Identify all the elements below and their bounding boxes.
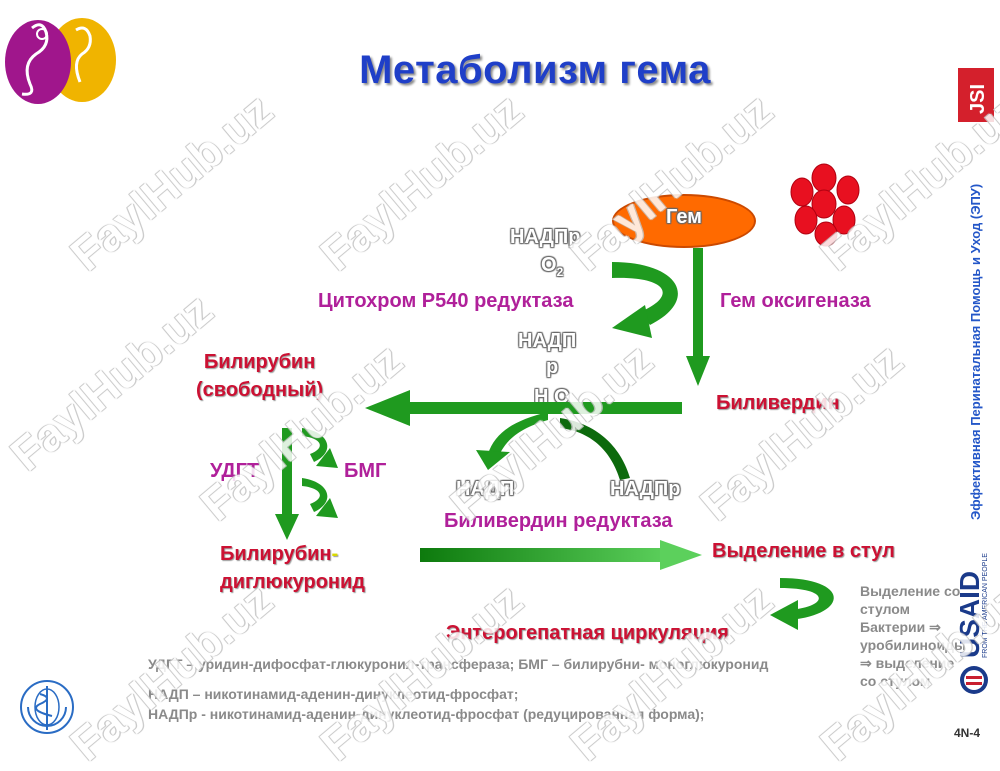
- usaid-tagline: FROM THE AMERICAN PEOPLE: [982, 553, 989, 658]
- bilirubin-to-diglucuronide-arrow: [275, 428, 299, 540]
- pathway-arrows: [275, 248, 834, 630]
- nadp-bottom-label: НАДП: [456, 478, 515, 500]
- excretion-notes: Выделение со стулом Бактерии ⇒ уробилино…: [860, 582, 966, 690]
- enterohepatic-label: Энтерогепатная циркуляция: [446, 622, 729, 644]
- udgt-bmg-curves: [302, 428, 338, 518]
- red-blood-cells-icon: [790, 163, 860, 247]
- excretion-label: Выделение в стул: [712, 540, 895, 562]
- heme-oxygenase-label: Гем оксигеназа: [720, 290, 871, 312]
- usaid-logo: USAID FROM THE AMERICAN PEOPLE: [952, 553, 996, 700]
- udgt-label: УДГТ: [210, 460, 260, 482]
- footnote-udgt-bmg: УДГТ – уридин-дифосфат-глюкуронил-трансф…: [148, 656, 769, 672]
- note-line3: Бактерии ⇒: [860, 619, 941, 635]
- bilirubin-dg-line1: Билирубин: [220, 543, 332, 565]
- diglucuronide-to-excretion-arrow: [420, 540, 702, 570]
- heme-label: Гем: [666, 206, 702, 228]
- bilirubin-diglucuronide-label: Билирубин- диглюкуронид: [220, 540, 365, 596]
- who-emblem-icon: [20, 680, 74, 734]
- footnote-nadp: НАДП – никотинамид-аденин-динуклеотид-фр…: [148, 686, 519, 702]
- o2-letter: O: [541, 254, 557, 276]
- bmg-label: БМГ: [344, 460, 387, 482]
- mother-baby-logo: [5, 18, 116, 104]
- slide-title: Метаболизм гема: [359, 48, 711, 92]
- note-line1: Выделение со: [860, 583, 961, 599]
- nadpr-top-label: НАДПр: [510, 226, 581, 248]
- o2-label: O2: [541, 254, 563, 279]
- slide-number: 4N-4: [954, 726, 981, 740]
- bilirubin-free-line1: Билирубин: [203, 351, 316, 373]
- usaid-seal-icon: [960, 666, 988, 694]
- biliverdin-reductase-label: Биливердин редуктаза: [444, 510, 673, 532]
- note-line6: со стулом: [860, 673, 931, 689]
- cytochrome-curve-arrow: [612, 262, 678, 338]
- enterohepatic-curve-arrow: [770, 578, 834, 630]
- heme-node: Гем: [612, 194, 756, 248]
- cytochrome-p540-reductase-label: Цитохром Р540 редуктаза: [318, 290, 574, 312]
- note-line5: ⇒ выделение: [860, 655, 955, 671]
- bilirubin-dg-line2: диглюкуронид: [220, 571, 365, 593]
- footnote-nadpr: НАДПр - никотинамид-аденин-динуклеотид-ф…: [148, 706, 705, 722]
- nadp-mid-label: НАДП: [518, 330, 577, 352]
- note-line2: стулом: [860, 601, 911, 617]
- bilirubin-dg-dash: -: [331, 543, 339, 565]
- h2o-label: Н О: [534, 386, 570, 402]
- biliverdin-label: Биливердин: [716, 392, 840, 414]
- note-line4: уробилиноиды: [860, 637, 966, 653]
- biliverdin-reductase-curve: [476, 412, 630, 480]
- jsi-logo: JSI: [958, 68, 994, 122]
- nadp-mid-r-label: р: [546, 356, 559, 378]
- nadpr-bottom-label: НАДПр: [610, 478, 681, 500]
- o2-subscript: 2: [556, 265, 564, 279]
- bilirubin-free-label: Билирубин (свободный): [196, 348, 323, 404]
- heme-to-biliverdin-arrow: [686, 248, 710, 386]
- bilirubin-free-line2: (свободный): [196, 379, 324, 401]
- biliverdin-to-bilirubin-arrow: [365, 390, 682, 426]
